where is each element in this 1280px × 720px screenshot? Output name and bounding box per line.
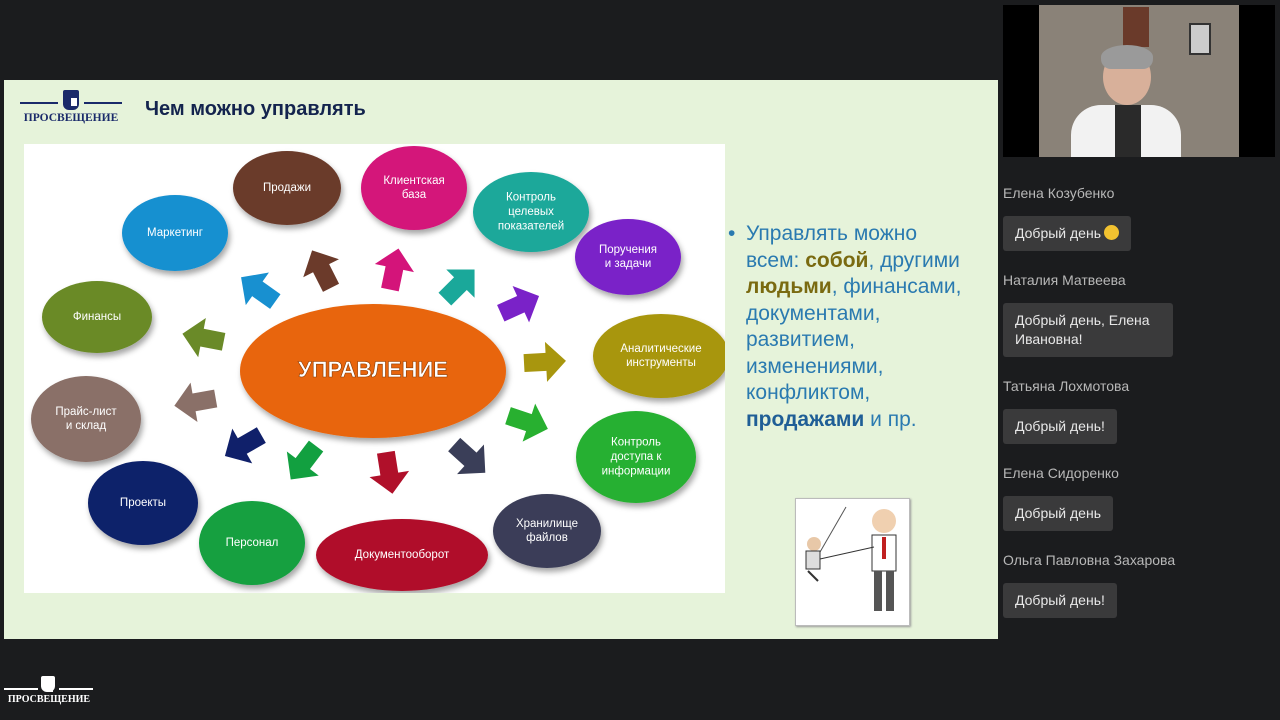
diagram-node: Финансы xyxy=(42,281,152,353)
diagram-node: Документооборот xyxy=(316,519,488,591)
message-bubble: Добрый день! xyxy=(1003,583,1117,618)
svg-text:показателей: показателей xyxy=(498,220,564,232)
diagram-node: Проекты xyxy=(88,461,198,545)
diagram-node: Клиентская база xyxy=(361,146,467,230)
cartoon-illustration xyxy=(795,498,910,626)
arrow-icon xyxy=(523,341,566,382)
message-bubble: Добрый день! xyxy=(1003,409,1117,444)
diagram-node: Поручения и задачи xyxy=(575,219,681,295)
diagram-node: Контроль целевых показателей xyxy=(473,172,589,252)
diagram-node: Хранилище файлов xyxy=(493,494,601,568)
message-author: Ольга Павловна Захарова xyxy=(1003,552,1176,568)
svg-text:Документооборот: Документооборот xyxy=(355,549,450,561)
arrow-icon xyxy=(286,440,324,480)
svg-text:УПРАВЛЕНИЕ: УПРАВЛЕНИЕ xyxy=(298,357,448,382)
message-bubble: Добрый день xyxy=(1003,216,1131,251)
diagram-node: Маркетинг xyxy=(122,195,228,271)
svg-text:файлов: файлов xyxy=(526,532,568,544)
svg-text:Персонал: Персонал xyxy=(226,537,279,549)
diagram-node: Прайс-лист и склад xyxy=(31,376,141,462)
svg-text:Проекты: Проекты xyxy=(120,497,166,509)
svg-text:Контроль: Контроль xyxy=(611,437,661,449)
svg-text:доступа к: доступа к xyxy=(611,451,663,463)
arrow-icon xyxy=(303,250,340,292)
webcam-video xyxy=(1003,5,1275,157)
bullet-text: • Управлять можно всем: собой, другими л… xyxy=(728,222,962,431)
diagram-node: Контроль доступа к информации xyxy=(576,411,696,503)
arrow-icon xyxy=(182,317,226,358)
svg-text:Продажи: Продажи xyxy=(263,182,311,194)
chat-message: Елена Козубенко Добрый день xyxy=(1003,182,1280,269)
arrow-icon xyxy=(497,285,540,323)
svg-text:Аналитические: Аналитические xyxy=(620,343,701,355)
svg-text:Прайс-лист: Прайс-лист xyxy=(55,406,117,418)
message-bubble: Добрый день, Елена Ивановна! xyxy=(1003,303,1173,357)
svg-text:Клиентская: Клиентская xyxy=(383,175,444,187)
arrow-icon xyxy=(448,437,486,475)
message-author: Елена Сидоренко xyxy=(1003,465,1119,481)
arrow-icon xyxy=(224,427,266,464)
svg-text:Поручения: Поручения xyxy=(599,244,657,256)
svg-text:инструменты: инструменты xyxy=(626,357,696,369)
chat-panel: Елена Козубенко Добрый день Наталия Матв… xyxy=(1003,182,1280,636)
message-author: Елена Козубенко xyxy=(1003,185,1115,201)
arrow-icon xyxy=(174,382,218,423)
message-author: Татьяна Лохмотова xyxy=(1003,378,1130,394)
arrow-icon xyxy=(241,272,281,309)
bullet-icon: • xyxy=(728,222,736,245)
chat-message: Елена Сидоренко Добрый день xyxy=(1003,462,1280,549)
svg-text:Хранилище: Хранилище xyxy=(516,518,578,530)
diagram-node: Продажи xyxy=(233,151,341,225)
diagram-node: Персонал xyxy=(199,501,305,585)
diagram-center-node: УПРАВЛЕНИЕ xyxy=(240,304,506,438)
message-bubble: Добрый день xyxy=(1003,496,1113,531)
svg-text:информации: информации xyxy=(602,465,671,477)
svg-text:база: база xyxy=(402,189,427,201)
slide-title: Чем можно управлять xyxy=(145,98,366,120)
prosveshchenie-logo: ПРОСВЕЩЕНИЕ xyxy=(18,90,124,126)
svg-text:целевых: целевых xyxy=(508,206,554,218)
diagram-node: Аналитические инструменты xyxy=(593,314,725,398)
chat-message: Татьяна Лохмотова Добрый день! xyxy=(1003,375,1280,462)
arrow-icon xyxy=(374,248,414,292)
footer-logo: ПРОСВЕЩЕНИЕ xyxy=(4,676,94,706)
chat-message: Ольга Павловна Захарова Добрый день! xyxy=(1003,549,1280,636)
svg-text:Контроль: Контроль xyxy=(506,192,556,204)
svg-text:Маркетинг: Маркетинг xyxy=(147,227,203,239)
svg-text:Финансы: Финансы xyxy=(73,311,121,323)
smile-emoji-icon xyxy=(1103,225,1119,240)
chat-message: Наталия Матвеева Добрый день, Елена Иван… xyxy=(1003,269,1280,375)
svg-text:и задачи: и задачи xyxy=(605,258,652,270)
arrow-icon xyxy=(438,269,475,306)
message-author: Наталия Матвеева xyxy=(1003,272,1126,288)
arrow-icon xyxy=(505,403,548,442)
svg-text:и склад: и склад xyxy=(66,420,107,432)
arrow-icon xyxy=(369,450,410,494)
